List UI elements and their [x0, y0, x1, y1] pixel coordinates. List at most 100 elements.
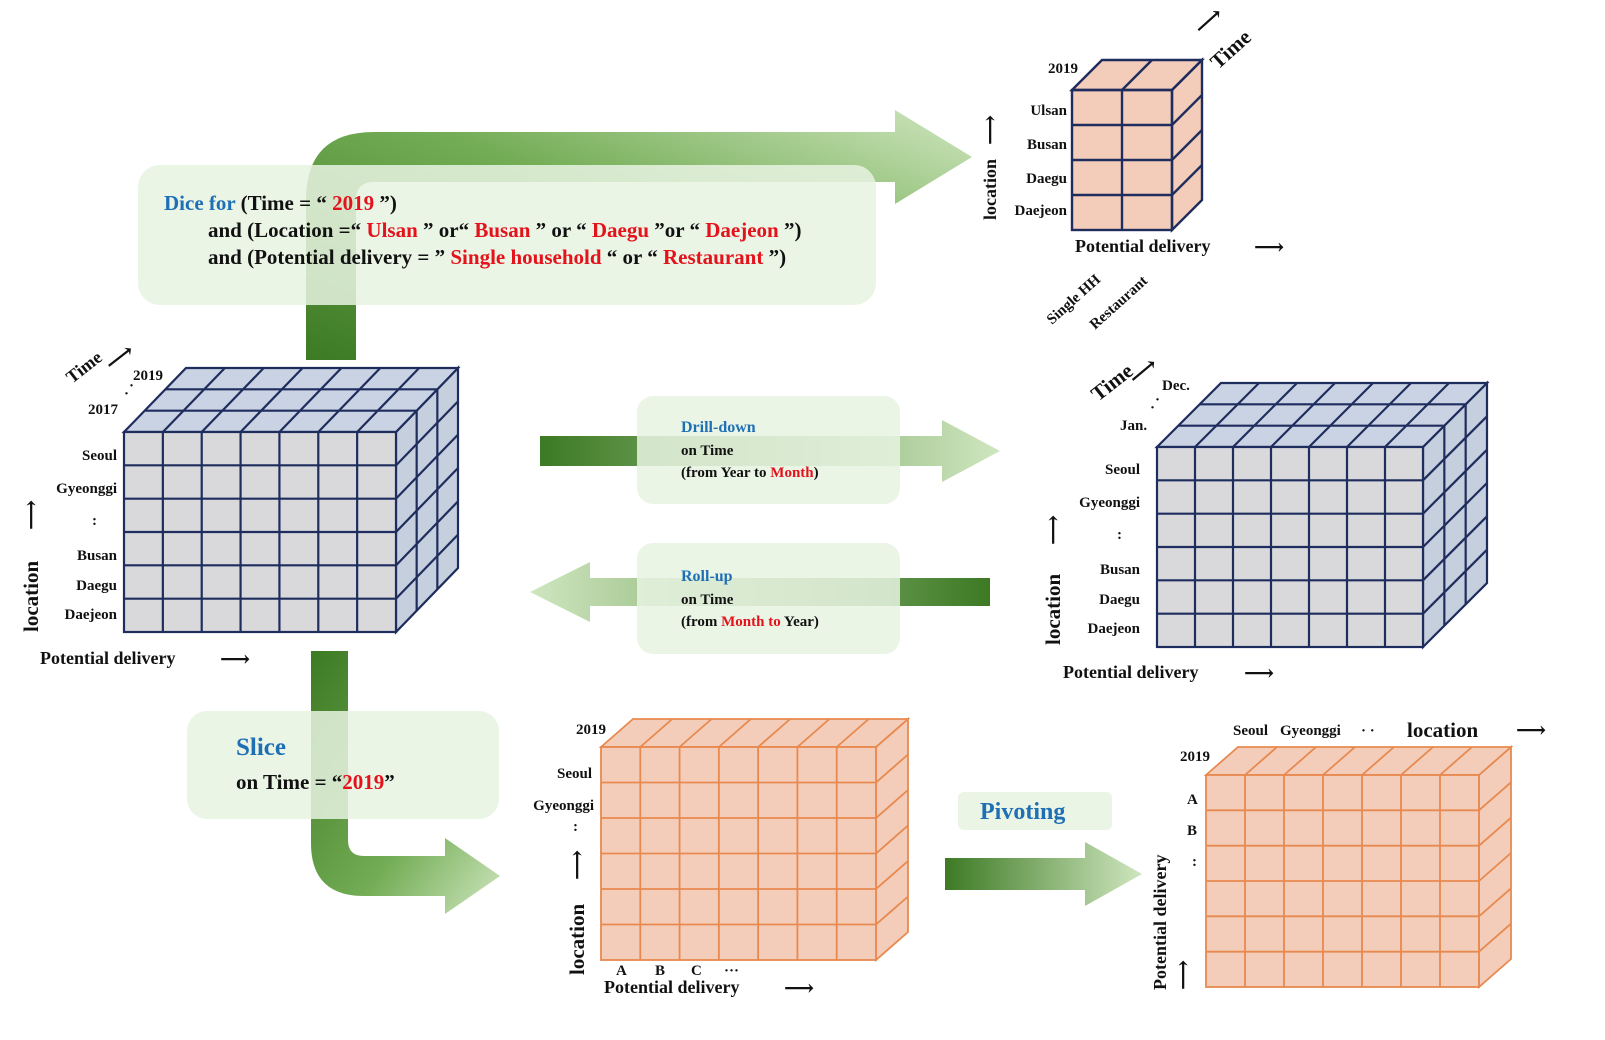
pivot-x-arrow: ⟶ — [1516, 718, 1546, 742]
pivot-box — [958, 792, 1112, 830]
drill-down-box — [637, 396, 900, 504]
slice-cube — [598, 717, 911, 962]
dice-text: ”) — [769, 245, 787, 269]
dice-text: and (Location =“ — [208, 218, 361, 242]
main-location-label: location — [19, 561, 43, 632]
cube-grid-line — [1400, 746, 1434, 776]
pivot-top-tick: · · — [1361, 723, 1375, 739]
cube-grid-line — [1232, 382, 1298, 448]
cube-grid-line — [200, 367, 265, 433]
cube-grid-line — [395, 400, 459, 467]
dice-line2: and (Location =“ Ulsan ” or“ Busan ” or … — [208, 218, 801, 242]
main-x-label: Potential delivery — [40, 648, 175, 668]
slice-x-tick: B — [655, 963, 665, 979]
main-time-tick: · — [129, 378, 134, 394]
month-time-arrow: ⟶ — [1124, 352, 1162, 390]
month-location-tick: : — [1117, 527, 1122, 543]
pivot-year: 2019 — [1180, 749, 1210, 765]
main-time-tick: 2019 — [133, 368, 163, 384]
month-location-label: location — [1041, 574, 1065, 645]
cube-grid-line — [875, 753, 909, 784]
cube-grid-line — [836, 718, 870, 748]
drill-down-title: Drill-down — [681, 419, 756, 436]
cube-grid-line — [1422, 415, 1488, 482]
dice-value: Daegu — [592, 218, 649, 242]
month-location-tick: Gyeonggi — [1079, 495, 1140, 511]
main-location-arrow: ⟶ — [19, 500, 43, 530]
main-time-label: Time — [62, 347, 106, 387]
cube-grid-line — [875, 789, 909, 819]
slice-location-tick: Seoul — [557, 766, 592, 782]
slice-x-tick: C — [691, 963, 702, 979]
dice-location-arrow: ⟶ — [978, 115, 1002, 145]
slice-title: Slice — [236, 734, 286, 761]
pivot-y-label: Potential delivery — [1150, 855, 1170, 990]
slice-line1: on Time = “2019” — [236, 770, 395, 794]
month-location-tick: Daejeon — [1088, 621, 1141, 637]
cube-grid-line — [1308, 382, 1374, 448]
month-location-tick: Busan — [1100, 562, 1141, 578]
pivot-y-tick: A — [1187, 792, 1198, 808]
month-location-arrow: ⟶ — [1041, 515, 1065, 545]
cube-grid-line — [678, 718, 713, 748]
cube-grid-line — [1439, 746, 1473, 776]
cube-grid-line — [1478, 781, 1512, 812]
slice-location-tick: : — [573, 819, 578, 835]
dice-value: Restaurant — [663, 245, 763, 269]
slice-text: ” — [384, 770, 395, 794]
dice-text: “ or “ — [607, 245, 658, 269]
cube-grid-line — [1422, 482, 1488, 548]
cube-grid-line — [1322, 746, 1356, 776]
month-location-tick: Daegu — [1099, 592, 1140, 608]
dice-value: Single household — [450, 245, 601, 269]
slice-location-arrow: ⟶ — [565, 850, 589, 880]
cube-grid-line — [1422, 448, 1488, 515]
slice-arrow — [311, 651, 500, 914]
slice-x-arrow: ⟶ — [784, 976, 814, 1000]
pivot-y-arrow: ⟶ — [1171, 960, 1195, 990]
dice-location-tick: Ulsan — [1030, 103, 1067, 119]
cube-grid-line — [1478, 852, 1512, 882]
main-x-arrow: ⟶ — [220, 647, 250, 671]
cube-grid-line — [395, 467, 459, 533]
cube-top-face — [598, 718, 911, 748]
month-cube — [1154, 380, 1490, 650]
dice-text: (Time = “ — [241, 191, 327, 215]
cube-grid-line — [1478, 922, 1512, 953]
slice-x-tick: A — [616, 963, 627, 979]
month-x-label: Potential delivery — [1063, 662, 1198, 682]
dice-location-tick: Daegu — [1026, 171, 1067, 187]
dice-text: ”or “ — [654, 218, 700, 242]
dice-box — [138, 165, 876, 305]
cube-grid-line — [1171, 164, 1203, 196]
cube-grid-line — [639, 718, 673, 748]
cube-grid-line — [1171, 129, 1203, 161]
cube-grid-line — [239, 367, 304, 433]
dice-value: Daejeon — [705, 218, 779, 242]
roll-up-text: (from — [681, 614, 721, 630]
pivot-y-tick: : — [1192, 854, 1197, 870]
slice-x-label: Potential delivery — [604, 977, 739, 997]
drill-down-text: ) — [814, 465, 819, 481]
main-location-tick: Daegu — [76, 578, 117, 594]
main-time-tick: 2017 — [88, 402, 119, 418]
pivot-cube — [1203, 745, 1514, 989]
roll-up-text: Year) — [781, 614, 819, 630]
dice-value: Busan — [474, 218, 530, 242]
cube-grid-line — [1244, 746, 1278, 776]
cube-grid-line — [875, 860, 909, 890]
dice-text: ”) — [379, 191, 397, 215]
pivot-y-tick: B — [1187, 823, 1197, 839]
cube-grid-line — [1361, 746, 1395, 776]
main-location-tick: : — [92, 513, 97, 529]
cube-grid-line — [757, 718, 791, 748]
month-time-tick: Jan. — [1120, 418, 1147, 434]
cube-grid-line — [317, 367, 382, 433]
cube-grid-line — [1422, 548, 1488, 615]
cube-grid-line — [718, 718, 752, 748]
roll-up-line1: on Time — [681, 592, 734, 608]
slice-box — [187, 711, 499, 819]
dice-cube — [1069, 57, 1205, 233]
slice-text: on Time = “ — [236, 770, 342, 794]
